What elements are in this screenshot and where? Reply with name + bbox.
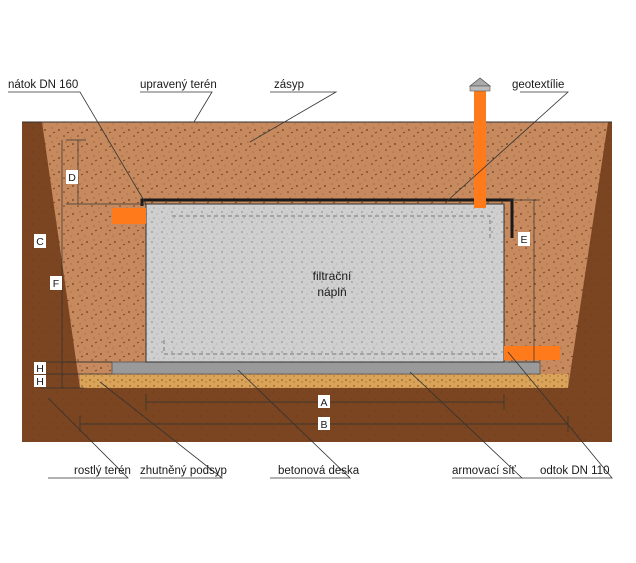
dim-D-box [66, 170, 78, 184]
label-rostly-teren: rostlý terén [74, 465, 131, 477]
distribution-pipe [172, 215, 491, 240]
dim-H2-box [34, 375, 46, 387]
concrete-slab [111, 361, 541, 375]
label-zasyp: zásyp [274, 79, 304, 91]
geotextile-layer [140, 198, 514, 238]
dim-B-box [318, 417, 330, 430]
label-betonova-deska: betonová deska [278, 465, 360, 477]
inlet-pipe [112, 208, 146, 224]
dim-A: A [320, 397, 327, 409]
dim-D: D [68, 172, 76, 184]
label-armovaci-sit: armovací síť [452, 465, 516, 477]
label-natok: nátok DN 160 [8, 79, 78, 91]
dim-C: C [36, 236, 44, 248]
label-filtracni-1: filtrační [313, 269, 352, 283]
dim-F-box [50, 276, 62, 290]
dim-E-box [518, 232, 530, 246]
dim-B: B [320, 419, 327, 431]
label-upraveny-teren: upravený terén [140, 79, 217, 91]
label-filtracni-2: náplň [317, 285, 346, 299]
filter-box [145, 203, 505, 363]
dim-C-box [34, 234, 46, 248]
dim-H2: H [36, 376, 44, 388]
dim-E: E [520, 234, 527, 246]
dim-F: F [53, 278, 59, 290]
dim-A-box [318, 395, 330, 408]
vent-pipe [474, 88, 486, 208]
outlet-pipe [504, 346, 560, 360]
collection-pipe [163, 340, 500, 355]
vent-cap [468, 77, 492, 87]
gravel-bed [80, 374, 568, 388]
dim-H1: H [36, 363, 44, 375]
label-odtok: odtok DN 110 [540, 465, 609, 477]
vent-cap-collar [469, 85, 491, 92]
dim-H1-box [34, 362, 46, 374]
leader-lines [8, 91, 613, 479]
label-geotextilie: geotextílie [512, 79, 564, 91]
label-zhutneny-podsyp: zhutněný podsyp [140, 465, 227, 477]
